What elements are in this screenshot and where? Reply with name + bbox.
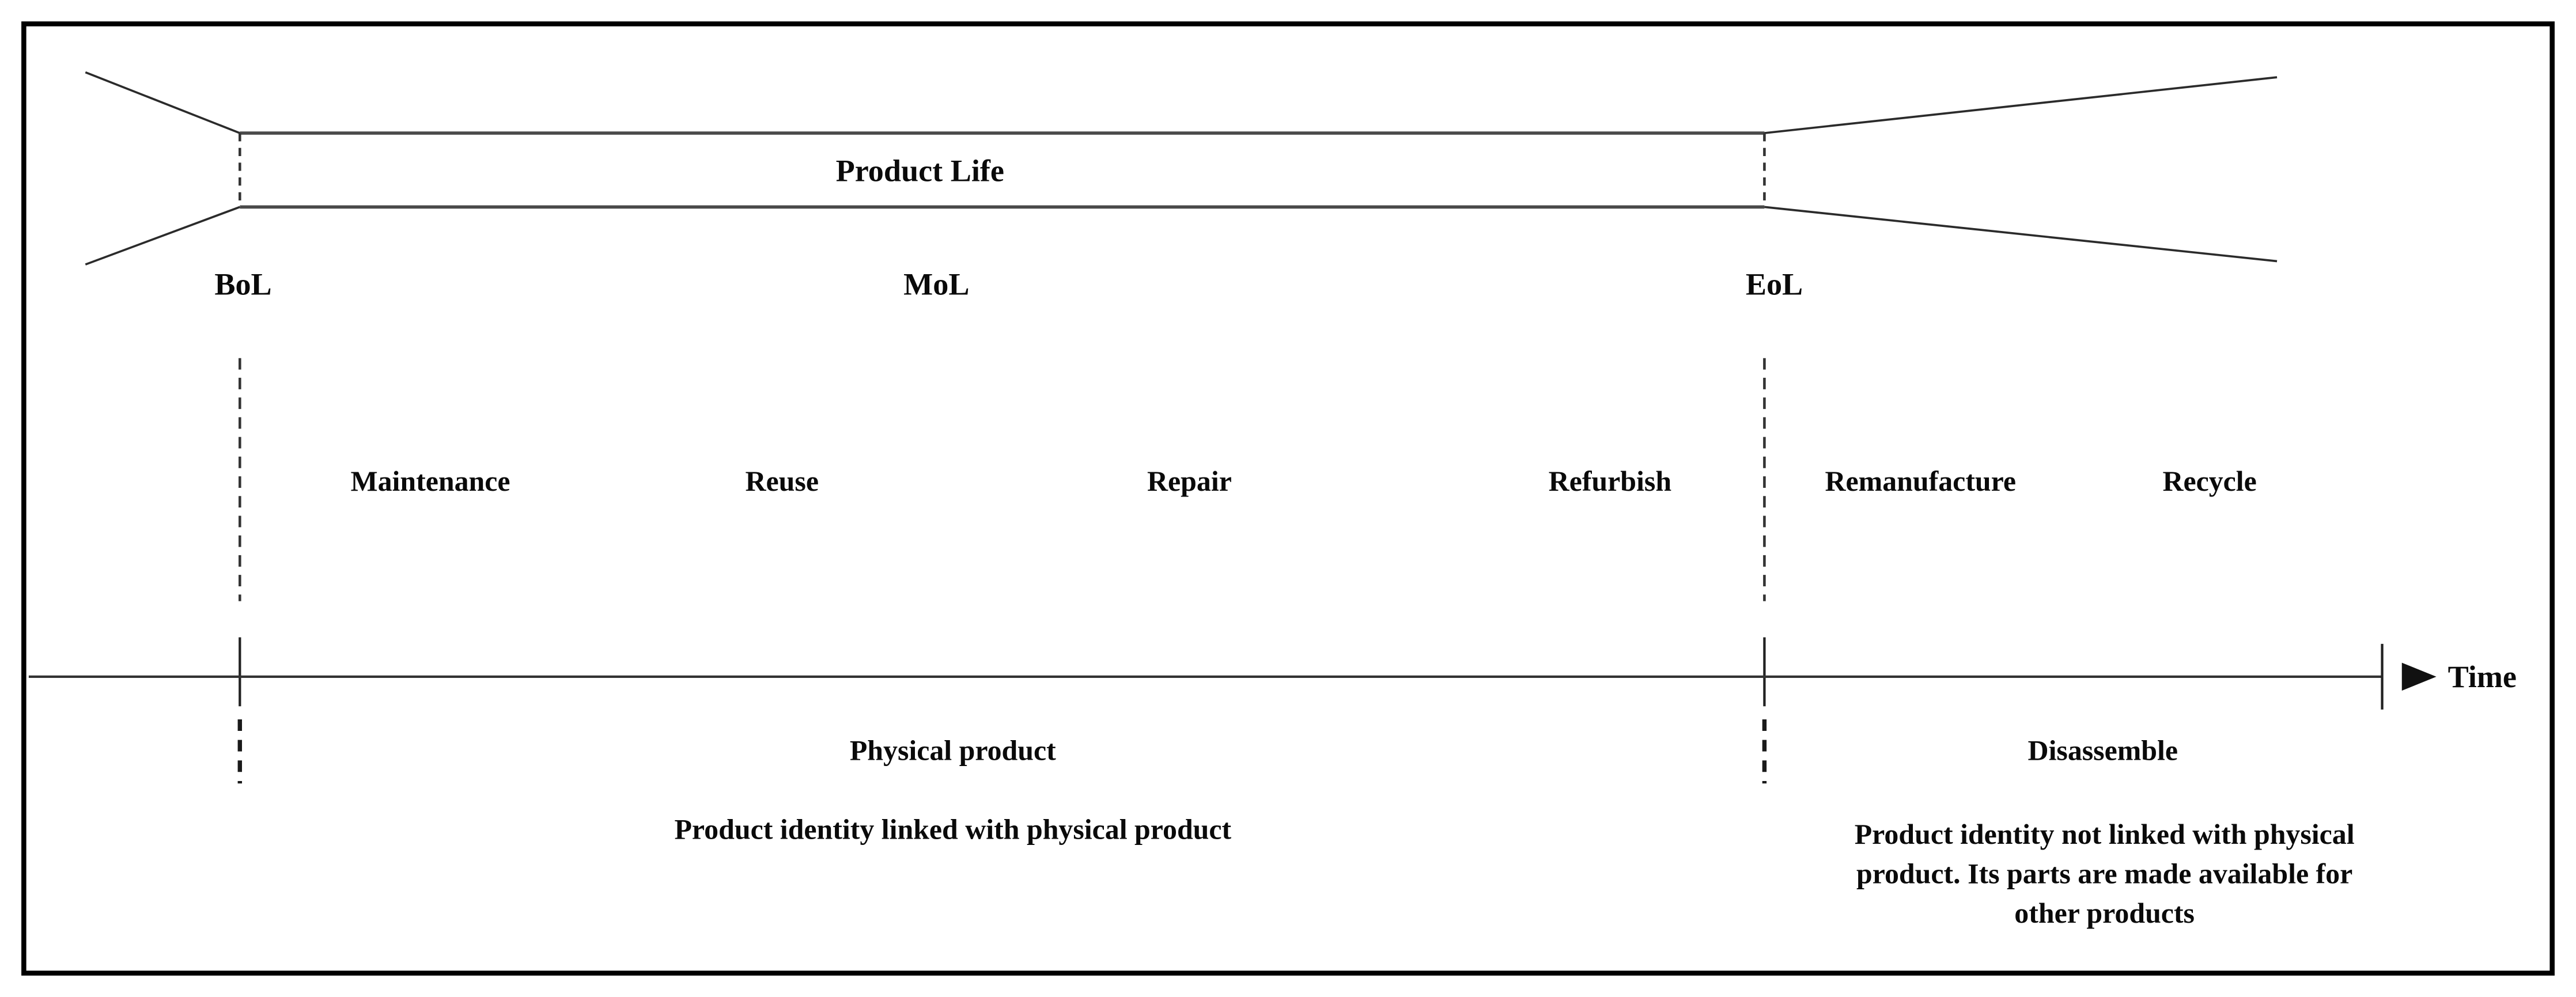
identity-not-linked-line-1: Product identity not linked with physica… (1855, 818, 2355, 850)
product-life-label: Product Life (836, 154, 1004, 188)
funnel-left-top-line (85, 71, 240, 134)
phase-mol-label: MoL (903, 267, 969, 301)
physical-product-label: Physical product (850, 735, 1056, 767)
strategy-recycle-label: Recycle (2162, 465, 2256, 497)
time-axis-arrowhead-icon (2401, 662, 2437, 691)
disassemble-label: Disassemble (2028, 735, 2178, 767)
strategy-maintenance-label: Maintenance (351, 465, 510, 497)
funnel-left-bottom-line (85, 206, 240, 266)
strategy-repair-label: Repair (1147, 465, 1232, 497)
phase-bol-label: BoL (214, 267, 271, 301)
phase-eol-label: EoL (1746, 267, 1803, 301)
funnel-right-top-line (1764, 76, 2278, 134)
identity-linked-label: Product identity linked with physical pr… (674, 814, 1231, 846)
figure-border (21, 21, 2555, 976)
funnel-right-bottom-line (1764, 206, 2278, 263)
strategy-reuse-label: Reuse (746, 465, 819, 497)
time-axis-label: Time (2448, 659, 2517, 694)
strategy-remanufacture-label: Remanufacture (1825, 465, 2017, 497)
identity-not-linked-line-2: product. Its parts are made available fo… (1856, 858, 2352, 890)
strategy-refurbish-label: Refurbish (1549, 465, 1671, 497)
identity-not-linked-line-3: other products (2014, 897, 2195, 929)
